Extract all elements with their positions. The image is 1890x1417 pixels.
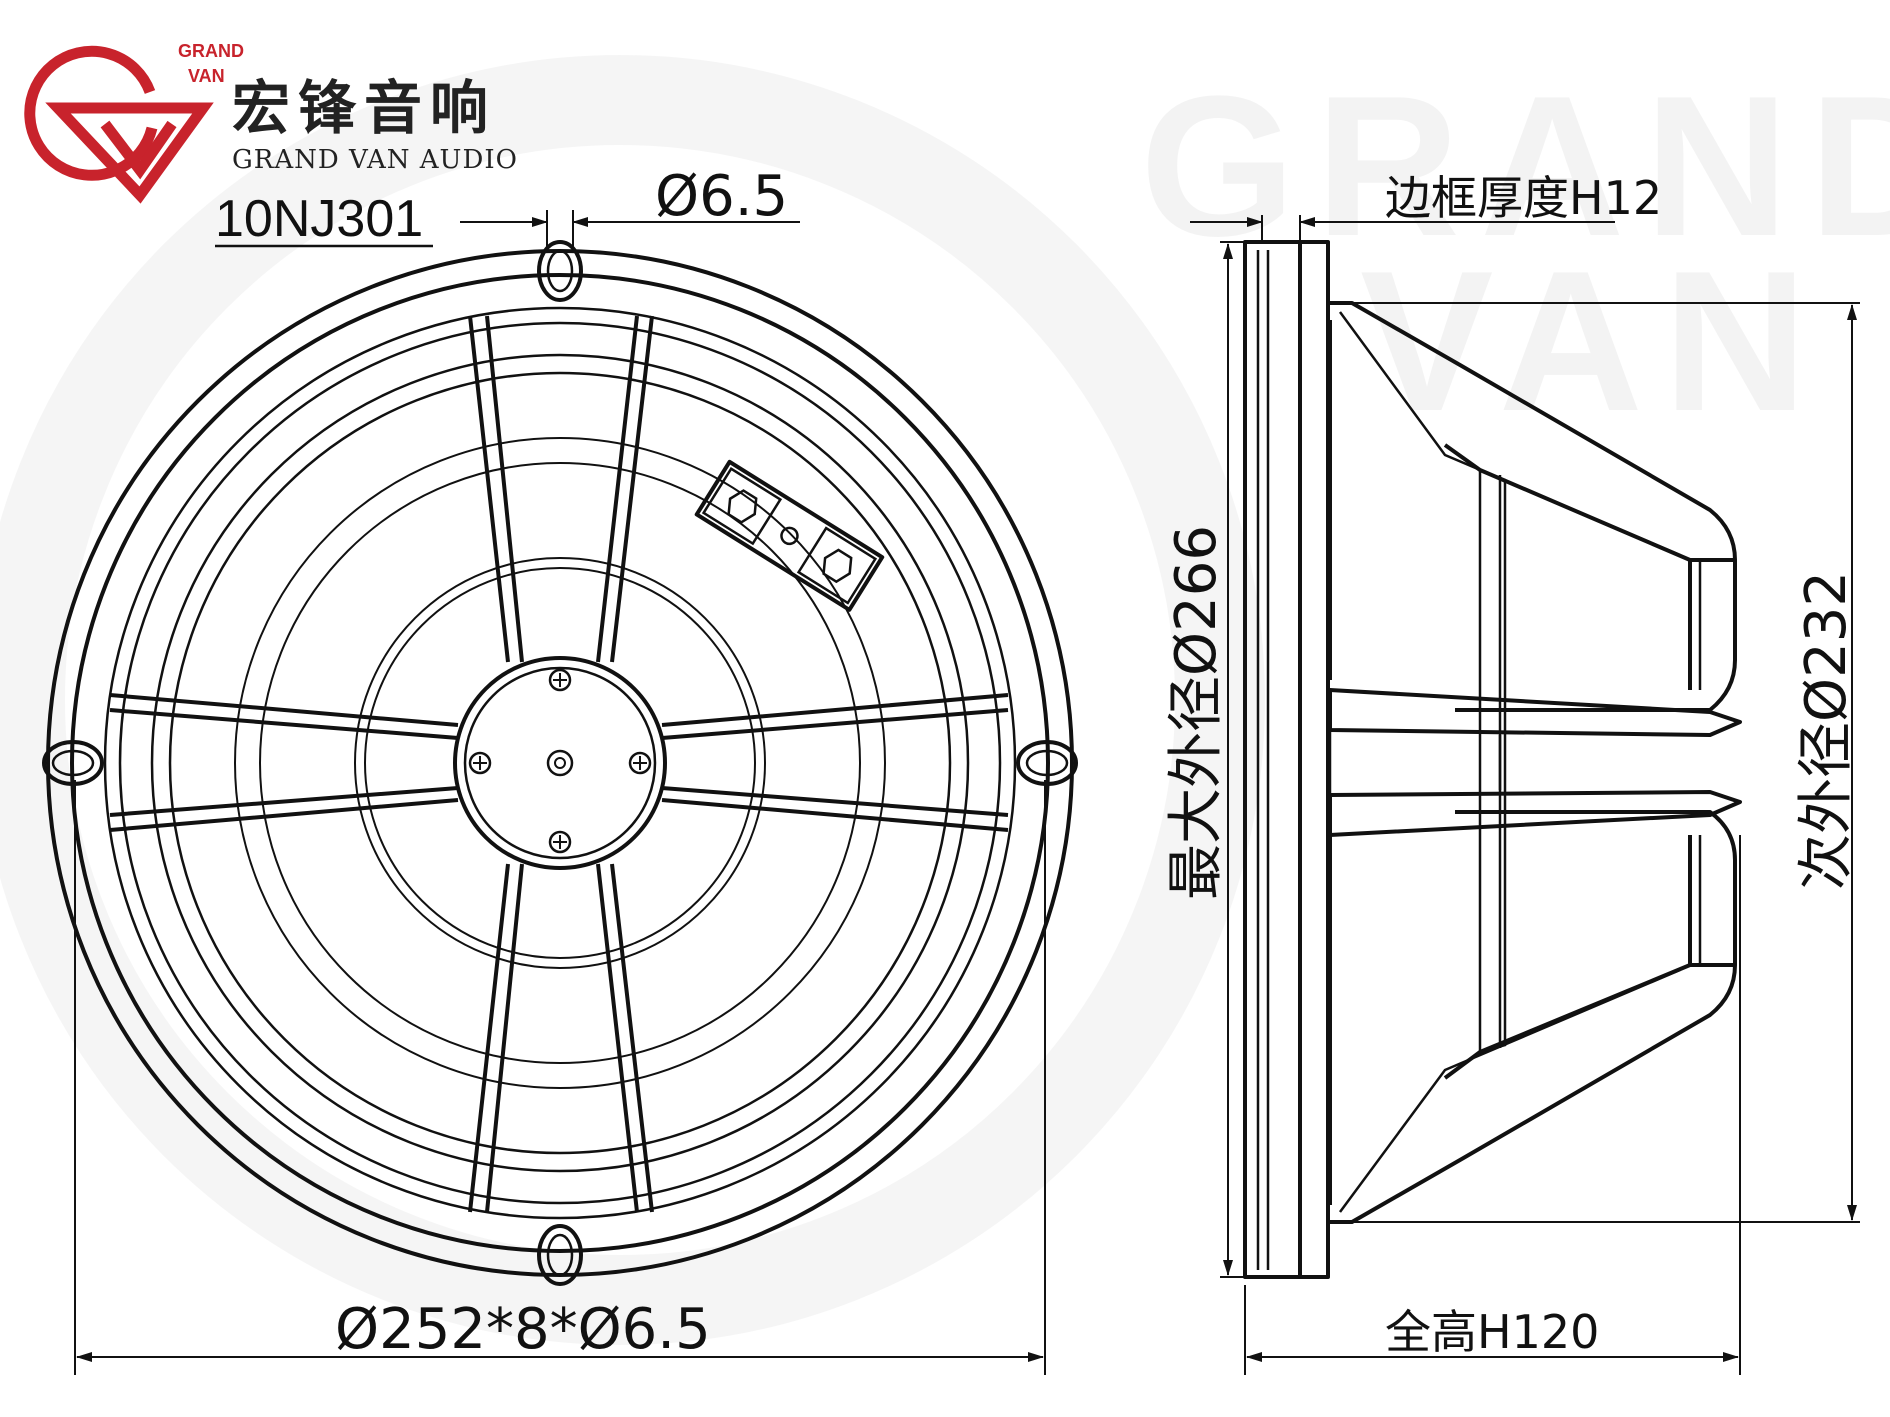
dim-mount-hole: Ø6.5	[655, 164, 788, 229]
logo-badge-grand: GRAND	[178, 41, 244, 61]
dim-total-height: 全高H120	[1385, 1305, 1599, 1359]
brand-logo: GRAND VAN 宏锋音响 GRAND VAN AUDIO	[24, 41, 518, 204]
logo-name-cn: 宏锋音响	[232, 74, 496, 142]
side-view: 边框厚度H12 最大外径Ø266 次外径Ø232 全高H120	[1164, 171, 1860, 1375]
dim-secondary-outer-diameter: 次外径Ø232	[1794, 571, 1859, 890]
dim-bolt-circle: Ø252*8*Ø6.5	[335, 1297, 711, 1362]
mount-hole-right	[1016, 740, 1078, 786]
mount-hole-left	[42, 740, 104, 786]
dim-frame-thickness: 边框厚度H12	[1385, 171, 1662, 225]
model-number: 10NJ301	[215, 190, 423, 248]
logo-badge-van: VAN	[188, 66, 225, 86]
logo-name-en: GRAND VAN AUDIO	[232, 145, 518, 175]
mount-hole-bottom	[537, 1224, 583, 1286]
dim-max-outer-diameter: 最大外径Ø266	[1164, 525, 1229, 900]
screw-icons	[468, 668, 652, 854]
terminal-block	[694, 459, 885, 612]
mount-hole-top	[537, 240, 583, 302]
logo-v-icon	[45, 102, 214, 204]
watermark-text-van: VAN	[1360, 230, 1827, 453]
front-view: Ø6.5 Ø252*8*Ø6.5	[42, 164, 1078, 1375]
